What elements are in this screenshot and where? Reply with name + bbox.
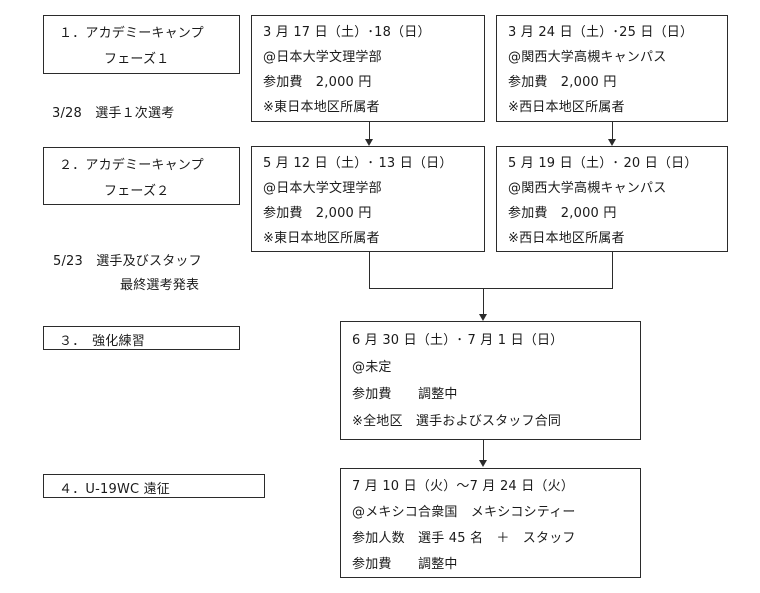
phase2-label-box: ２．アカデミーキャンプ フェーズ２ (43, 147, 240, 205)
phase2-east-box: 5 月 12 日（土）･ 13 日（日） @日本大学文理学部 参加費 2,000… (251, 146, 485, 252)
phase2-title-line2: フェーズ２ (104, 184, 170, 199)
phase1-east-eligibility: ※東日本地区所属者 (263, 100, 380, 115)
phase4-label-box: ４．U-19WC 遠征 (43, 474, 265, 498)
connector-merge-horizontal (369, 288, 613, 289)
phase3-eligibility: ※全地区 選手およびスタッフ合同 (352, 414, 562, 429)
phase1-label-box: １．アカデミーキャンプ フェーズ１ (43, 15, 240, 74)
phase3-title: ３． 強化練習 (59, 334, 145, 349)
phase1-title-line2: フェーズ１ (104, 52, 170, 67)
phase2-east-venue: @日本大学文理学部 (263, 181, 382, 196)
phase1-east-box: 3 月 17 日（土）･18（日） @日本大学文理学部 参加費 2,000 円 … (251, 15, 485, 122)
phase1-west-venue: @関西大学高槻キャンパス (508, 50, 667, 65)
connector-west-2-merge (612, 252, 613, 289)
phase1-title-line1: １．アカデミーキャンプ (59, 26, 204, 41)
phase2-west-box: 5 月 19 日（土）･ 20 日（日） @関西大学高槻キャンパス 参加費 2,… (496, 146, 728, 252)
connector-east-1-2 (369, 122, 370, 139)
arrowhead-east-1-2 (365, 139, 373, 146)
connector-east-2-merge (369, 252, 370, 289)
phase1-west-fee: 参加費 2,000 円 (508, 75, 617, 90)
phase4-event-box: 7 月 10 日（火）～7 月 24 日（火） @メキシコ合衆国 メキシコシティ… (340, 468, 641, 578)
phase3-fee: 参加費 調整中 (352, 387, 458, 402)
phase1-east-date: 3 月 17 日（土）･18（日） (263, 25, 431, 40)
phase4-fee: 参加費 調整中 (352, 557, 458, 572)
phase2-title-line1: ２．アカデミーキャンプ (59, 158, 204, 173)
phase1-east-venue: @日本大学文理学部 (263, 50, 382, 65)
phase4-title: ４．U-19WC 遠征 (59, 482, 171, 497)
phase2-west-eligibility: ※西日本地区所属者 (508, 231, 625, 246)
phase4-date: 7 月 10 日（火）～7 月 24 日（火） (352, 479, 575, 494)
phase3-venue: @未定 (352, 360, 392, 375)
connector-merge-down (483, 288, 484, 315)
phase1-selection-note: 3/28 選手１次選考 (52, 106, 175, 121)
phase3-event-box: 6 月 30 日（土）･ 7 月 1 日（日） @未定 参加費 調整中 ※全地区… (340, 321, 641, 440)
phase1-east-fee: 参加費 2,000 円 (263, 75, 372, 90)
arrowhead-3-4 (479, 460, 487, 467)
phase2-west-date: 5 月 19 日（土）･ 20 日（日） (508, 156, 698, 171)
phase1-west-box: 3 月 24 日（土）･25 日（日） @関西大学高槻キャンパス 参加費 2,0… (496, 15, 728, 122)
phase1-west-date: 3 月 24 日（土）･25 日（日） (508, 25, 694, 40)
connector-3-4 (483, 440, 484, 461)
phase4-participants: 参加人数 選手 45 名 ＋ スタッフ (352, 531, 576, 546)
phase3-date: 6 月 30 日（土）･ 7 月 1 日（日） (352, 333, 564, 348)
phase3-label-box: ３． 強化練習 (43, 326, 240, 350)
phase2-east-date: 5 月 12 日（土）･ 13 日（日） (263, 156, 453, 171)
phase2-east-fee: 参加費 2,000 円 (263, 206, 372, 221)
arrowhead-west-1-2 (608, 139, 616, 146)
phase2-selection-note-line2: 最終選考発表 (120, 278, 200, 293)
phase2-west-venue: @関西大学高槻キャンパス (508, 181, 667, 196)
arrowhead-2-3 (479, 314, 487, 321)
phase1-west-eligibility: ※西日本地区所属者 (508, 100, 625, 115)
phase2-selection-note-line1: 5/23 選手及びスタッフ (53, 254, 202, 269)
phase2-east-eligibility: ※東日本地区所属者 (263, 231, 380, 246)
phase2-west-fee: 参加費 2,000 円 (508, 206, 617, 221)
phase4-venue: @メキシコ合衆国 メキシコシティー (352, 505, 576, 520)
connector-west-1-2 (612, 122, 613, 139)
